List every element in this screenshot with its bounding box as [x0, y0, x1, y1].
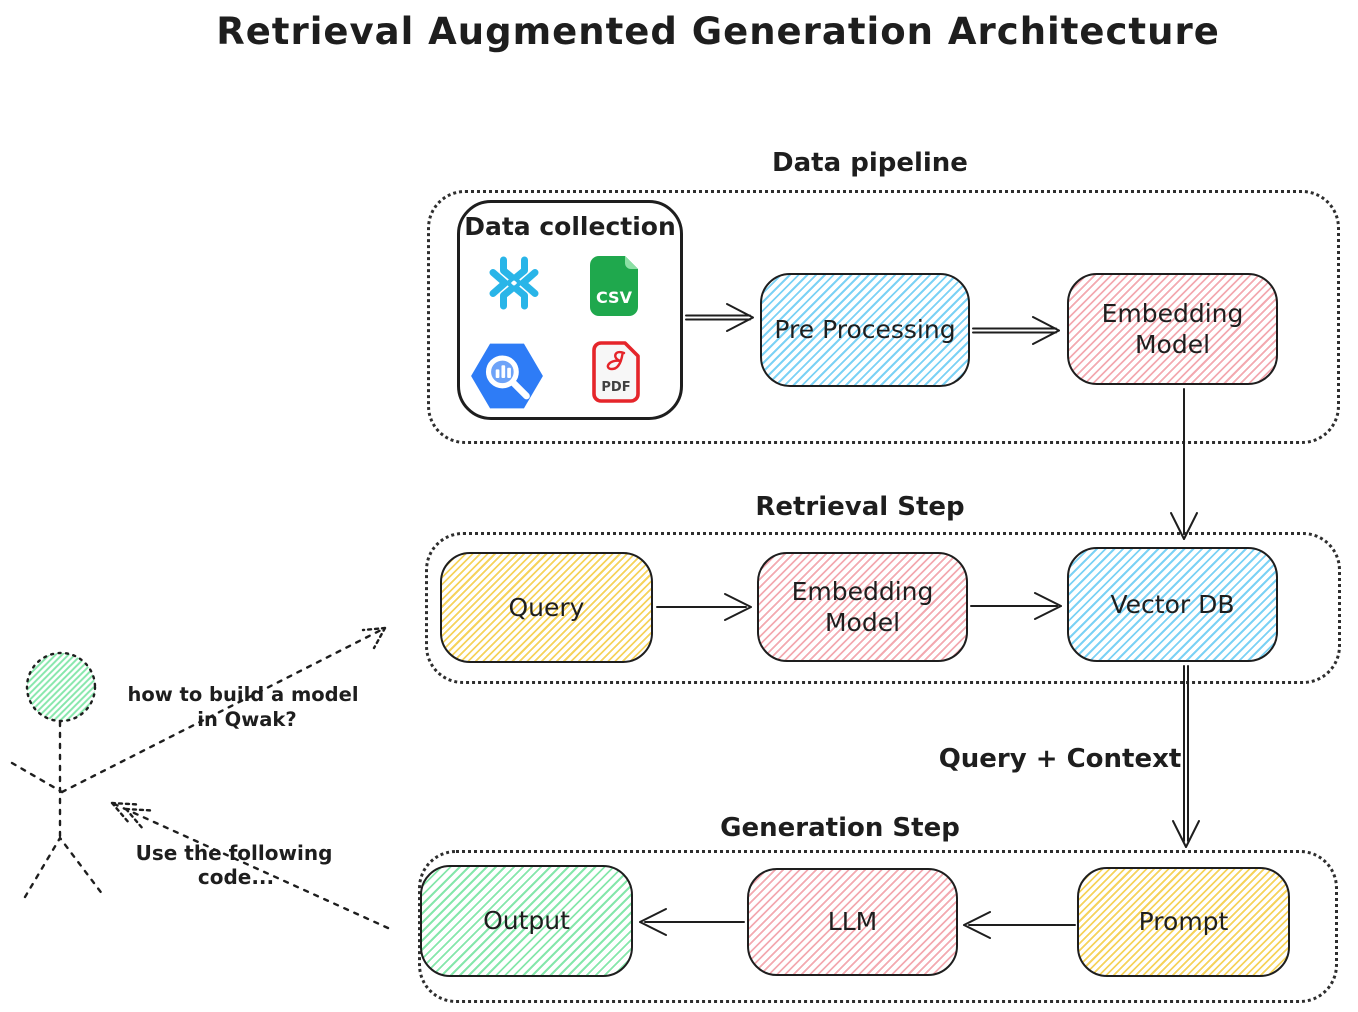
- pre-processing-label: Pre Processing: [774, 315, 956, 345]
- arrow-output-to-person: [110, 801, 390, 930]
- node-data-collection: Data collection CSV: [457, 200, 683, 420]
- node-output: Output: [420, 865, 633, 977]
- stick-figure-head: [25, 651, 97, 723]
- prompt-label: Prompt: [1138, 907, 1229, 937]
- node-query: Query: [440, 552, 653, 663]
- embedding-model-pipeline-label: Embedding Model: [1101, 298, 1244, 359]
- section-label-generation-step: Generation Step: [714, 813, 966, 843]
- user-question-line1: how to build a model: [127, 683, 359, 706]
- edge-label-query-context: Query + Context: [938, 744, 1182, 774]
- stick-figure: [10, 651, 105, 899]
- data-collection-label: Data collection: [464, 212, 676, 241]
- arrow-embedding-to-vectordb: [1170, 388, 1198, 540]
- arrow-prompt-to-llm: [963, 911, 1076, 939]
- arrow-llm-to-output: [639, 908, 745, 936]
- user-question-line2: in Qwak?: [197, 708, 297, 731]
- arrow-preprocessing-to-embedding: [972, 316, 1060, 345]
- node-embedding-model-retrieval: Embedding Model: [757, 552, 968, 662]
- pdf-file-icon: PDF: [588, 339, 644, 405]
- node-embedding-model-pipeline: Embedding Model: [1067, 273, 1278, 385]
- user-answer-line1: Use the following: [135, 841, 333, 865]
- arrow-vectordb-to-prompt: [1172, 665, 1200, 848]
- output-label: Output: [483, 906, 570, 936]
- embedding-model-retrieval-label: Embedding Model: [791, 576, 934, 637]
- vector-db-label: Vector DB: [1110, 589, 1235, 619]
- llm-label: LLM: [827, 907, 878, 937]
- section-generation-step: [418, 850, 1338, 1003]
- arrow-collection-to-preprocessing: [685, 303, 754, 332]
- bigquery-icon: [468, 337, 546, 415]
- diagram-title: Retrieval Augmented Generation Architect…: [216, 10, 1220, 53]
- node-vector-db: Vector DB: [1067, 547, 1278, 662]
- section-retrieval-step: [425, 532, 1341, 684]
- csv-file-icon: CSV: [586, 254, 642, 320]
- snowflake-icon: [482, 251, 546, 315]
- arrow-embedding-to-vectordb-retrieval: [970, 592, 1062, 620]
- section-data-pipeline: [427, 190, 1340, 444]
- arrow-question-to-query: [60, 626, 387, 794]
- arrow-query-to-embedding: [656, 593, 752, 621]
- stick-figure-body: [10, 720, 105, 899]
- user-answer-line2: code...: [197, 865, 275, 889]
- node-prompt: Prompt: [1077, 867, 1290, 977]
- node-pre-processing: Pre Processing: [760, 273, 970, 387]
- section-label-data-pipeline: Data pipeline: [766, 148, 974, 178]
- query-label: Query: [508, 592, 585, 622]
- section-label-retrieval-step: Retrieval Step: [749, 492, 971, 522]
- node-llm: LLM: [747, 868, 958, 976]
- csv-label: CSV: [596, 288, 633, 307]
- pdf-label: PDF: [601, 380, 630, 395]
